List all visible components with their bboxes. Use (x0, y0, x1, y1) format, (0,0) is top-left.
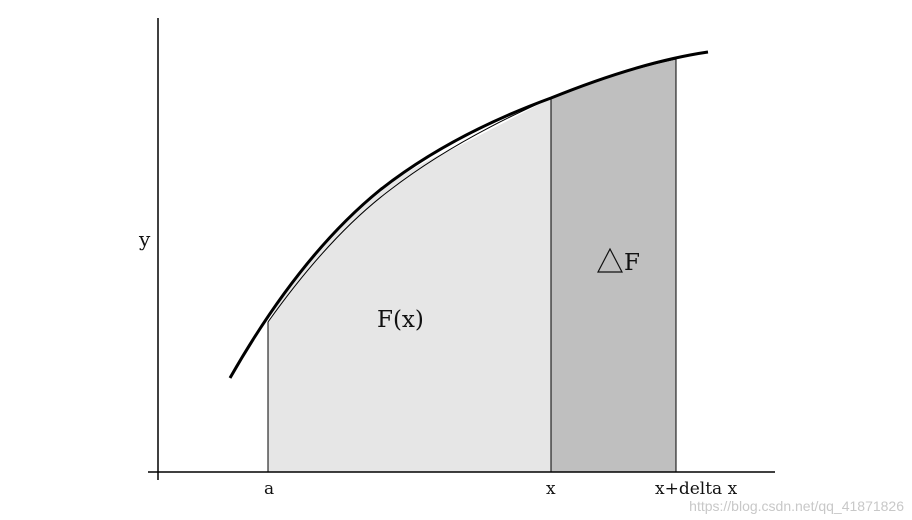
tick-label-a: a (264, 479, 274, 499)
function-curve (228, 50, 709, 379)
delta-region (551, 59, 676, 472)
region-label-delta-f: F (624, 250, 640, 276)
curve-secant-line (267, 58, 677, 323)
triangle-icon (597, 247, 623, 273)
y-axis-label: y (138, 227, 151, 251)
region-label-fx: F(x) (377, 307, 424, 333)
area-region-fx (268, 98, 551, 472)
tick-label-x: x (546, 479, 556, 499)
watermark-text: https://blog.csdn.net/qq_41871826 (689, 498, 904, 514)
tick-label-x-plus-delta-x: x+delta x (655, 479, 738, 499)
